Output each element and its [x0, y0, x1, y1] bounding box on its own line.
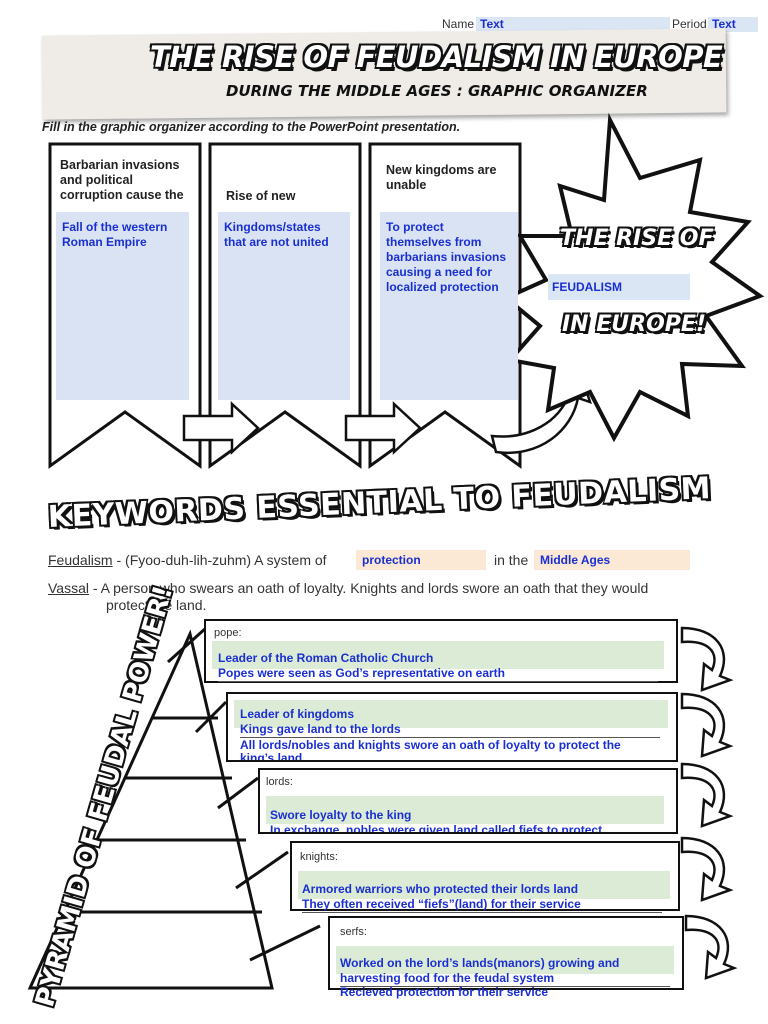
vassal-def-line-2: protect the land.	[106, 597, 207, 613]
rank-label-pope: pope:	[214, 627, 242, 639]
column-3-prompt: New kingdoms are unable	[386, 163, 497, 192]
vassal-def-text: - A person who swears an oath of loyalty…	[88, 580, 649, 596]
serfs-line-1: Worked on the lord’s lands(manors) growi…	[340, 956, 620, 970]
lords-line-1: Swore loyalty to the king	[270, 808, 412, 822]
vassal-definition: Vassal - A person who swears an oath of …	[48, 580, 748, 597]
rank-fill-king[interactable]	[234, 700, 668, 728]
rank-fill-pope[interactable]	[212, 641, 664, 669]
pyramid-connectors	[166, 626, 321, 962]
serfs-line-2: harvesting food for the feudal system	[340, 970, 670, 987]
knights-line-1: Armored warriors who protected their lor…	[302, 882, 579, 896]
pope-line-1: Leader of the Roman Catholic Church	[218, 651, 434, 665]
rank-arrows	[680, 626, 738, 980]
period-label: Period	[672, 17, 707, 31]
period-field[interactable]: Text	[708, 17, 758, 32]
arrow-1-icon	[182, 401, 260, 455]
rank-arrow-3-icon	[680, 762, 734, 828]
rank-arrow-1-icon	[680, 626, 734, 692]
column-2-prompt: Rise of new	[226, 189, 296, 203]
knights-line-2: They often received “fiefs”(land) for th…	[302, 896, 662, 913]
name-field[interactable]: Text	[476, 17, 670, 32]
starburst-line-2: IN EUROPE!	[562, 312, 706, 337]
rank-label-serfs: serfs:	[340, 926, 367, 938]
feudalism-def-text: - (Fyoo-duh-lih-zuhm) A system of	[112, 552, 327, 568]
rank-arrow-4-icon	[680, 836, 734, 902]
king-line-1: Leader of kingdoms	[240, 707, 355, 721]
page-title: THE RISE OF FEUDALISM IN EUROPE	[150, 40, 723, 74]
king-line-4: king’s land	[240, 751, 303, 760]
column-2-answer[interactable]: Kingdoms/states that are not united	[218, 212, 350, 400]
rank-arrow-2-icon	[680, 692, 734, 758]
name-label: Name	[442, 17, 475, 31]
vassal-term: Vassal	[48, 580, 89, 596]
rank-fill-serfs[interactable]	[336, 946, 674, 974]
arrow-2-icon	[344, 401, 422, 455]
rank-box-pope: pope: Leader of the Roman Catholic Churc…	[204, 619, 678, 683]
feudalism-fill-2[interactable]: Middle Ages	[534, 550, 690, 570]
starburst-answer[interactable]: FEUDALISM	[548, 274, 690, 300]
starburst-line-1: THE RISE OF	[560, 226, 714, 251]
pope-line-2: Popes were seen as God’s representative …	[218, 665, 658, 682]
feudalism-term: Feudalism	[48, 552, 113, 568]
rank-fill-lords[interactable]	[266, 796, 664, 824]
rank-box-king: Leader of kingdoms Kings gave land to th…	[226, 692, 678, 762]
serfs-line-3: Recieved protection for their service	[340, 985, 549, 999]
pyramid-graphic	[27, 629, 274, 990]
column-3-answer[interactable]: To protect themselves from barbarians in…	[380, 212, 518, 400]
feudalism-definition: Feudalism - (Fyoo-duh-lih-zuhm) A system…	[48, 552, 748, 569]
rank-box-lords: lords: Swore loyalty to the king In exch…	[258, 768, 678, 834]
king-line-3: All lords/nobles and knights swore an oa…	[240, 738, 621, 752]
rank-box-serfs: serfs: Worked on the lord’s lands(manors…	[328, 916, 684, 990]
rank-label-knights: knights:	[300, 851, 338, 863]
feudalism-mid-text: in the	[494, 552, 529, 568]
column-1-prompt: Barbarian invasions and political corrup…	[60, 158, 184, 202]
page-subtitle: DURING THE MIDDLE AGES : GRAPHIC ORGANIZ…	[226, 82, 648, 100]
feudalism-fill-1[interactable]: protection	[356, 550, 486, 570]
rank-fill-knights[interactable]	[298, 871, 670, 899]
instructions: Fill in the graphic organizer according …	[42, 120, 461, 134]
king-line-2: Kings gave land to the lords	[240, 721, 660, 738]
rank-label-lords: lords:	[266, 776, 293, 788]
rank-arrow-5-icon	[684, 914, 738, 980]
lords-line-2: In exchange, nobles were given land call…	[270, 823, 603, 832]
column-1-answer[interactable]: Fall of the western Roman Empire	[56, 212, 189, 400]
rank-box-knights: knights: Armored warriors who protected …	[290, 841, 680, 913]
